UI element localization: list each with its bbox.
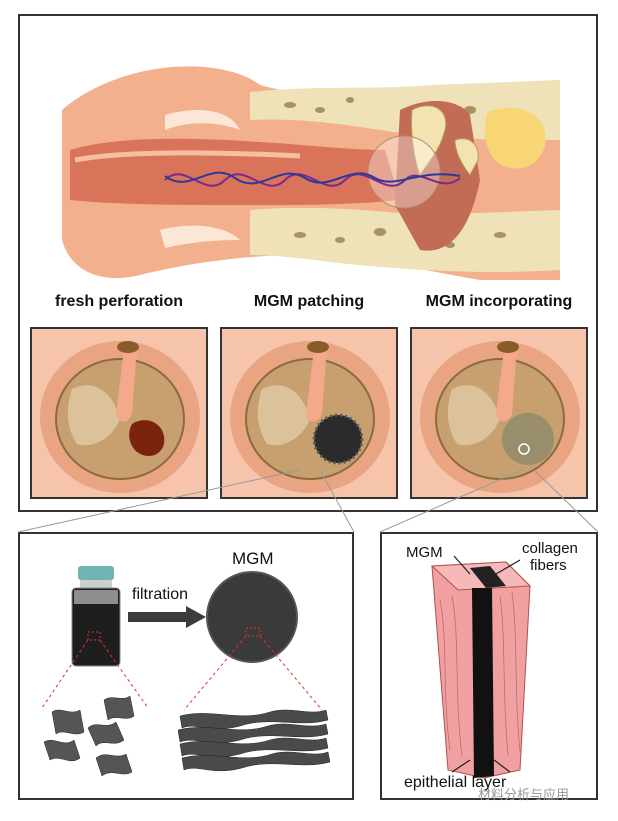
label-fresh-perforation: fresh perforation — [54, 293, 183, 310]
mgm-layer-label: MGM — [406, 544, 443, 561]
panel-mgm-incorporating — [410, 327, 588, 499]
filtration-label: filtration — [132, 586, 189, 603]
panel-fresh-perforation — [30, 327, 208, 499]
watermark-text: 材料分析与应用 — [478, 787, 570, 802]
label-mgm-incorporating: MGM incorporating — [425, 293, 573, 310]
collagen-label-line2: fibers — [530, 557, 567, 574]
panel-mgm-patching — [220, 327, 398, 499]
mgm-disc-label: MGM — [232, 549, 274, 568]
epithelial-label: epithelial layer — [404, 774, 507, 791]
label-mgm-patching: MGM patching — [253, 293, 365, 310]
collagen-label-line1: collagen — [522, 540, 578, 557]
